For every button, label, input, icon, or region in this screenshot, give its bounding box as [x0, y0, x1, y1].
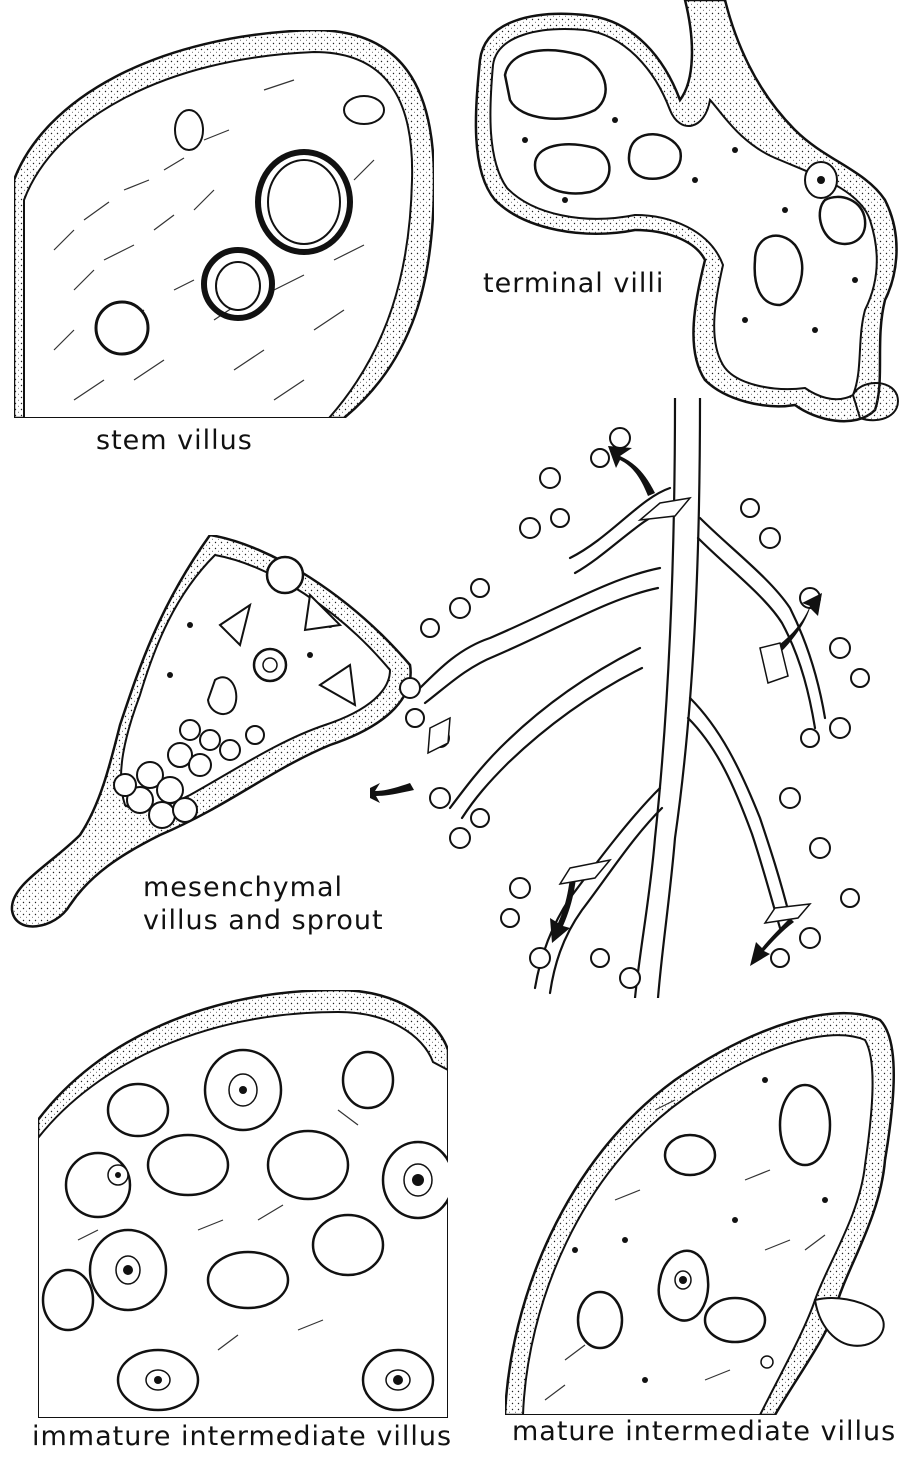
mature-intermediate-villus-label: mature intermediate villus — [512, 1416, 896, 1447]
terminal-villi-label: terminal villi — [483, 268, 664, 299]
stem-villus-label: stem villus — [96, 425, 253, 456]
immature-intermediate-villus-drawing — [38, 990, 448, 1418]
stem-villus-drawing — [14, 30, 434, 418]
mesenchymal-label-line2: villus and sprout — [143, 904, 384, 937]
terminal-villi-drawing — [465, 0, 907, 425]
villous-tree-drawing — [370, 398, 895, 998]
immature-intermediate-villus-label: immature intermediate villus — [32, 1421, 452, 1452]
mature-intermediate-villus-drawing — [505, 1000, 900, 1415]
mesenchymal-label-line1: mesenchymal — [143, 871, 384, 904]
mesenchymal-villus-label: mesenchymal villus and sprout — [143, 871, 384, 937]
